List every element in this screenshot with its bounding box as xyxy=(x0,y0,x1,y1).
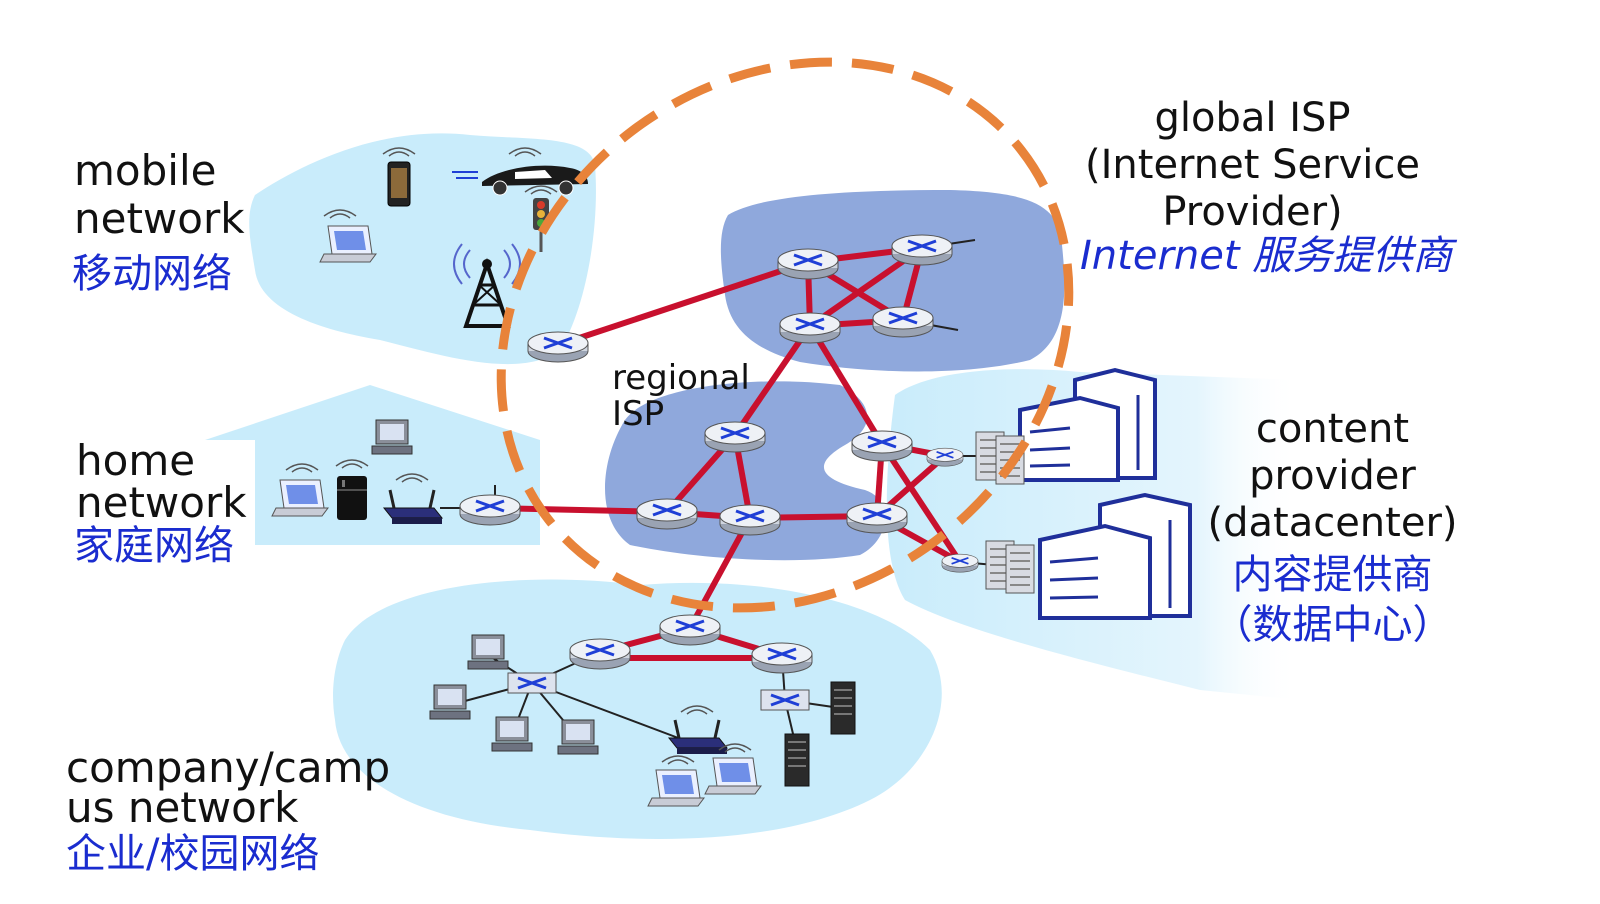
global-isp-label: global ISP (Internet Service Provider) xyxy=(1080,95,1425,236)
desktop-icon xyxy=(467,634,509,670)
desktop-icon xyxy=(429,684,471,720)
desktop-icon xyxy=(491,716,533,752)
cell-tower-icon xyxy=(453,243,521,328)
global-isp-router xyxy=(871,305,935,339)
refrigerator-icon xyxy=(335,459,369,520)
company-switch xyxy=(759,688,811,712)
home-label-line2: network xyxy=(76,478,247,527)
smartphone-icon xyxy=(382,147,416,207)
mobile-network-zh-label: 移动网络 xyxy=(72,251,232,297)
regional-isp-label: regional ISP xyxy=(612,360,750,432)
desktop-icon xyxy=(557,719,599,755)
datacenter-building-icon xyxy=(1038,492,1192,620)
content-label-line3: (datacenter) xyxy=(1207,500,1458,546)
content-provider-label: content provider (datacenter) xyxy=(1205,406,1460,547)
content-zh-line1: 内容提供商 xyxy=(1232,552,1433,598)
company-switch xyxy=(506,671,558,695)
content-label-line2: provider xyxy=(1249,453,1416,499)
global-isp-zh-label: Internet 服务提供商 xyxy=(1080,233,1453,279)
home-network-zh-label: 家庭网络 xyxy=(74,523,234,569)
datacenter-edge-router xyxy=(941,553,979,574)
content-zh-line2: （数据中心） xyxy=(1212,602,1453,648)
regional-isp-router xyxy=(635,497,699,531)
global-label-line1: global ISP xyxy=(1154,95,1351,141)
company-router xyxy=(568,637,632,671)
server-icon xyxy=(784,733,810,787)
server-rack-icon xyxy=(1005,544,1035,594)
home-edge-router xyxy=(458,493,522,527)
desktop-icon xyxy=(371,419,413,455)
home-label-line1: home xyxy=(76,436,196,485)
mobile-network-region xyxy=(249,133,596,365)
global-isp-router xyxy=(776,247,840,281)
global-isp-router xyxy=(890,233,954,267)
regional-label-line1: regional xyxy=(612,358,750,398)
global-isp-region xyxy=(720,190,1065,372)
company-label-line1: company/camp xyxy=(66,743,391,792)
company-label-line2: us network xyxy=(66,783,299,832)
global-isp-highlight-ellipse xyxy=(496,57,1074,613)
mobile-label-line1: mobile xyxy=(74,146,217,195)
company-router xyxy=(750,641,814,675)
content-label-line1: content xyxy=(1255,406,1410,452)
company-router xyxy=(658,613,722,647)
global-label-line3: Provider) xyxy=(1162,189,1343,235)
datacenter-edge-router xyxy=(926,447,964,468)
server-icon xyxy=(830,681,856,735)
global-label-line2: (Internet Service xyxy=(1085,142,1420,188)
global-isp-router xyxy=(778,311,842,345)
car-icon xyxy=(452,147,588,196)
content-provider-zh-label: 内容提供商 （数据中心） xyxy=(1205,550,1460,650)
home-network-label: home network xyxy=(76,440,247,524)
mobile-network-label: mobile network xyxy=(74,147,245,243)
datacenter-router xyxy=(850,429,914,463)
mobile-edge-router xyxy=(526,330,590,364)
mobile-label-line2: network xyxy=(74,194,245,243)
regional-isp-router xyxy=(718,503,782,537)
company-network-zh-label: 企业/校园网络 xyxy=(66,831,320,877)
datacenter-building-icon xyxy=(1018,367,1157,482)
regional-label-line2: ISP xyxy=(612,394,665,434)
company-network-label: company/camp us network xyxy=(66,743,391,832)
datacenter-router xyxy=(845,501,909,535)
